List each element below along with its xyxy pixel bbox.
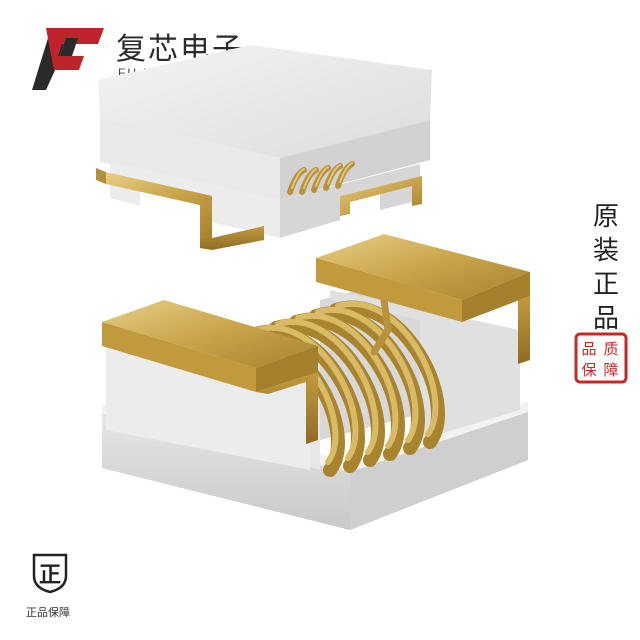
- side-char: 正: [592, 270, 619, 300]
- inductor-base: [102, 234, 530, 530]
- svg-text:质: 质: [603, 340, 618, 358]
- side-char: 原: [592, 202, 619, 232]
- inductor-top-cap: [96, 45, 432, 250]
- genuine-shield-icon: 正: [32, 553, 68, 594]
- svg-text:障: 障: [603, 361, 618, 379]
- fx-logo-icon: [32, 28, 104, 90]
- genuine-guarantee-label: 正品保障: [26, 606, 70, 619]
- genuine-original-vertical-text: 原 装 正 品: [586, 200, 626, 336]
- quality-seal-icon: 品 质 保 障: [574, 332, 628, 384]
- side-char: 品: [592, 304, 619, 334]
- svg-text:保: 保: [581, 361, 596, 379]
- svg-text:品: 品: [581, 340, 596, 358]
- svg-text:正: 正: [39, 563, 61, 588]
- side-char: 装: [592, 236, 619, 266]
